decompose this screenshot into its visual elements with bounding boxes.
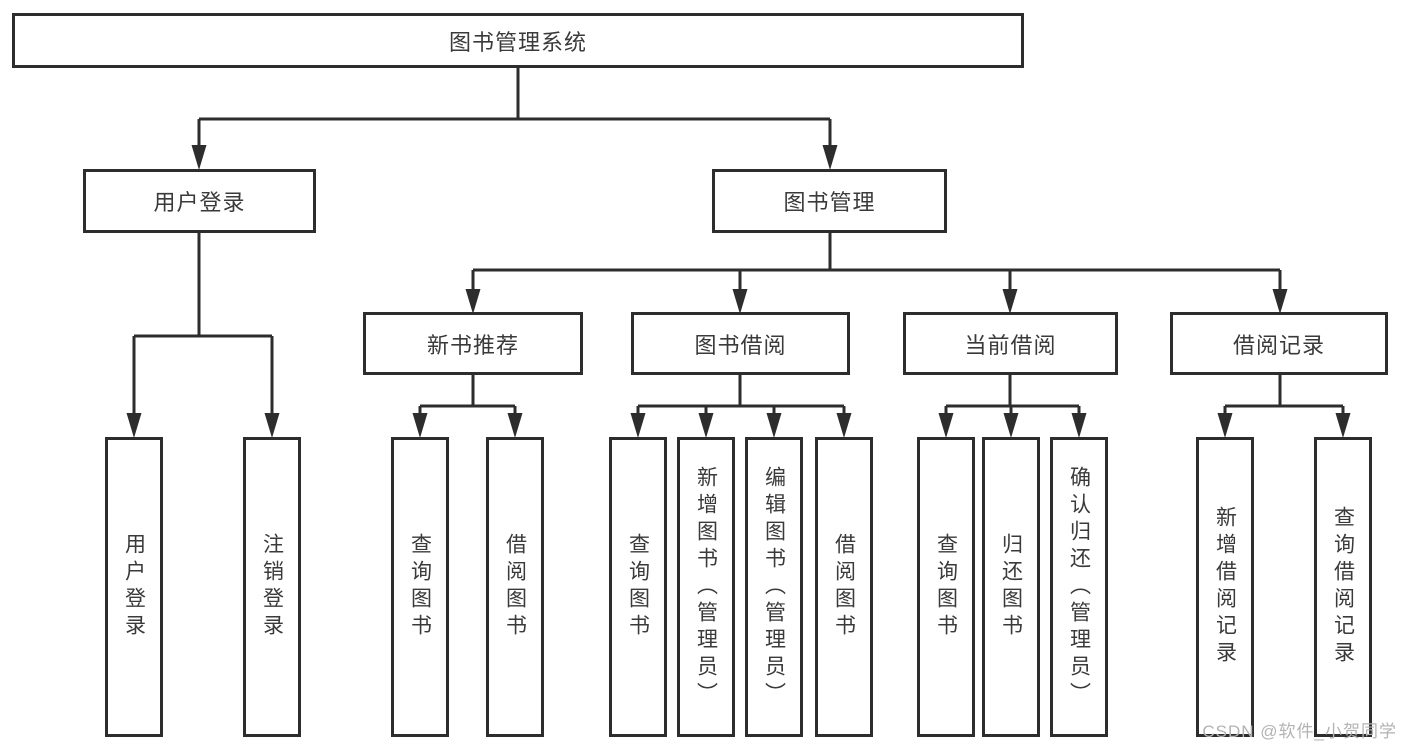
node-label: 借阅图书 [832, 533, 856, 641]
node-label: 归还图书 [999, 533, 1023, 641]
node-label: 图书借阅 [694, 332, 787, 358]
node-label: 当前借阅 [964, 332, 1057, 358]
node-current-borrow: 当前借阅 [903, 312, 1118, 375]
node-label: 用户登录 [153, 190, 246, 215]
node-label: 图书管理系统 [448, 29, 587, 55]
node-label: 查询图书 [934, 533, 958, 641]
node-user-login: 用户登录 [83, 169, 316, 233]
connector-book-management-level3 [465, 233, 1288, 314]
node-book-management: 图书管理 [712, 169, 947, 233]
connector-new-book-recommend-leaves [412, 375, 523, 438]
leaf-logout: 注销登录 [243, 437, 301, 737]
node-book-borrow: 图书借阅 [631, 312, 850, 375]
node-label: 查询图书 [626, 533, 650, 641]
connector-user-login-leaves [126, 233, 280, 438]
leaf-edit-book-admin: 编辑图书（管理员） [745, 437, 803, 737]
node-label: 借阅图书 [503, 533, 527, 641]
node-label: 查询图书 [408, 533, 432, 641]
watermark: CSDN @软件_小贺同学 [1202, 722, 1397, 741]
node-label: 新书推荐 [426, 332, 519, 358]
node-label: 新增借阅记录 [1213, 506, 1237, 668]
node-label: 确认归还（管理员） [1067, 465, 1091, 709]
leaf-query-borrow-record: 查询借阅记录 [1314, 437, 1372, 737]
leaf-query-books-3: 查询图书 [917, 437, 975, 737]
node-label: 查询借阅记录 [1331, 506, 1355, 668]
connector-root-to-level2 [191, 68, 838, 170]
node-new-book-recommend: 新书推荐 [363, 312, 583, 375]
node-root: 图书管理系统 [12, 13, 1024, 68]
leaf-add-book-admin: 新增图书（管理员） [677, 437, 735, 737]
node-label: 用户登录 [122, 533, 146, 641]
leaf-add-borrow-record: 新增借阅记录 [1196, 437, 1254, 737]
leaf-query-books-1: 查询图书 [391, 437, 449, 737]
node-label: 编辑图书（管理员） [762, 465, 786, 709]
connector-borrow-records-leaves [1217, 375, 1351, 438]
leaf-confirm-return-admin: 确认归还（管理员） [1050, 437, 1108, 737]
connector-current-borrow-leaves [938, 375, 1087, 438]
leaf-borrow-books-2: 借阅图书 [815, 437, 873, 737]
connector-book-borrow-leaves [630, 374, 852, 438]
node-label: 图书管理 [783, 190, 876, 215]
node-borrow-records: 借阅记录 [1170, 312, 1388, 375]
leaf-borrow-books-1: 借阅图书 [486, 437, 544, 737]
leaf-user-login: 用户登录 [105, 437, 163, 737]
node-label: 注销登录 [260, 533, 284, 641]
leaf-query-books-2: 查询图书 [609, 437, 667, 737]
node-label: 新增图书（管理员） [694, 465, 718, 709]
node-label: 借阅记录 [1232, 332, 1325, 358]
leaf-return-books: 归还图书 [982, 437, 1040, 737]
